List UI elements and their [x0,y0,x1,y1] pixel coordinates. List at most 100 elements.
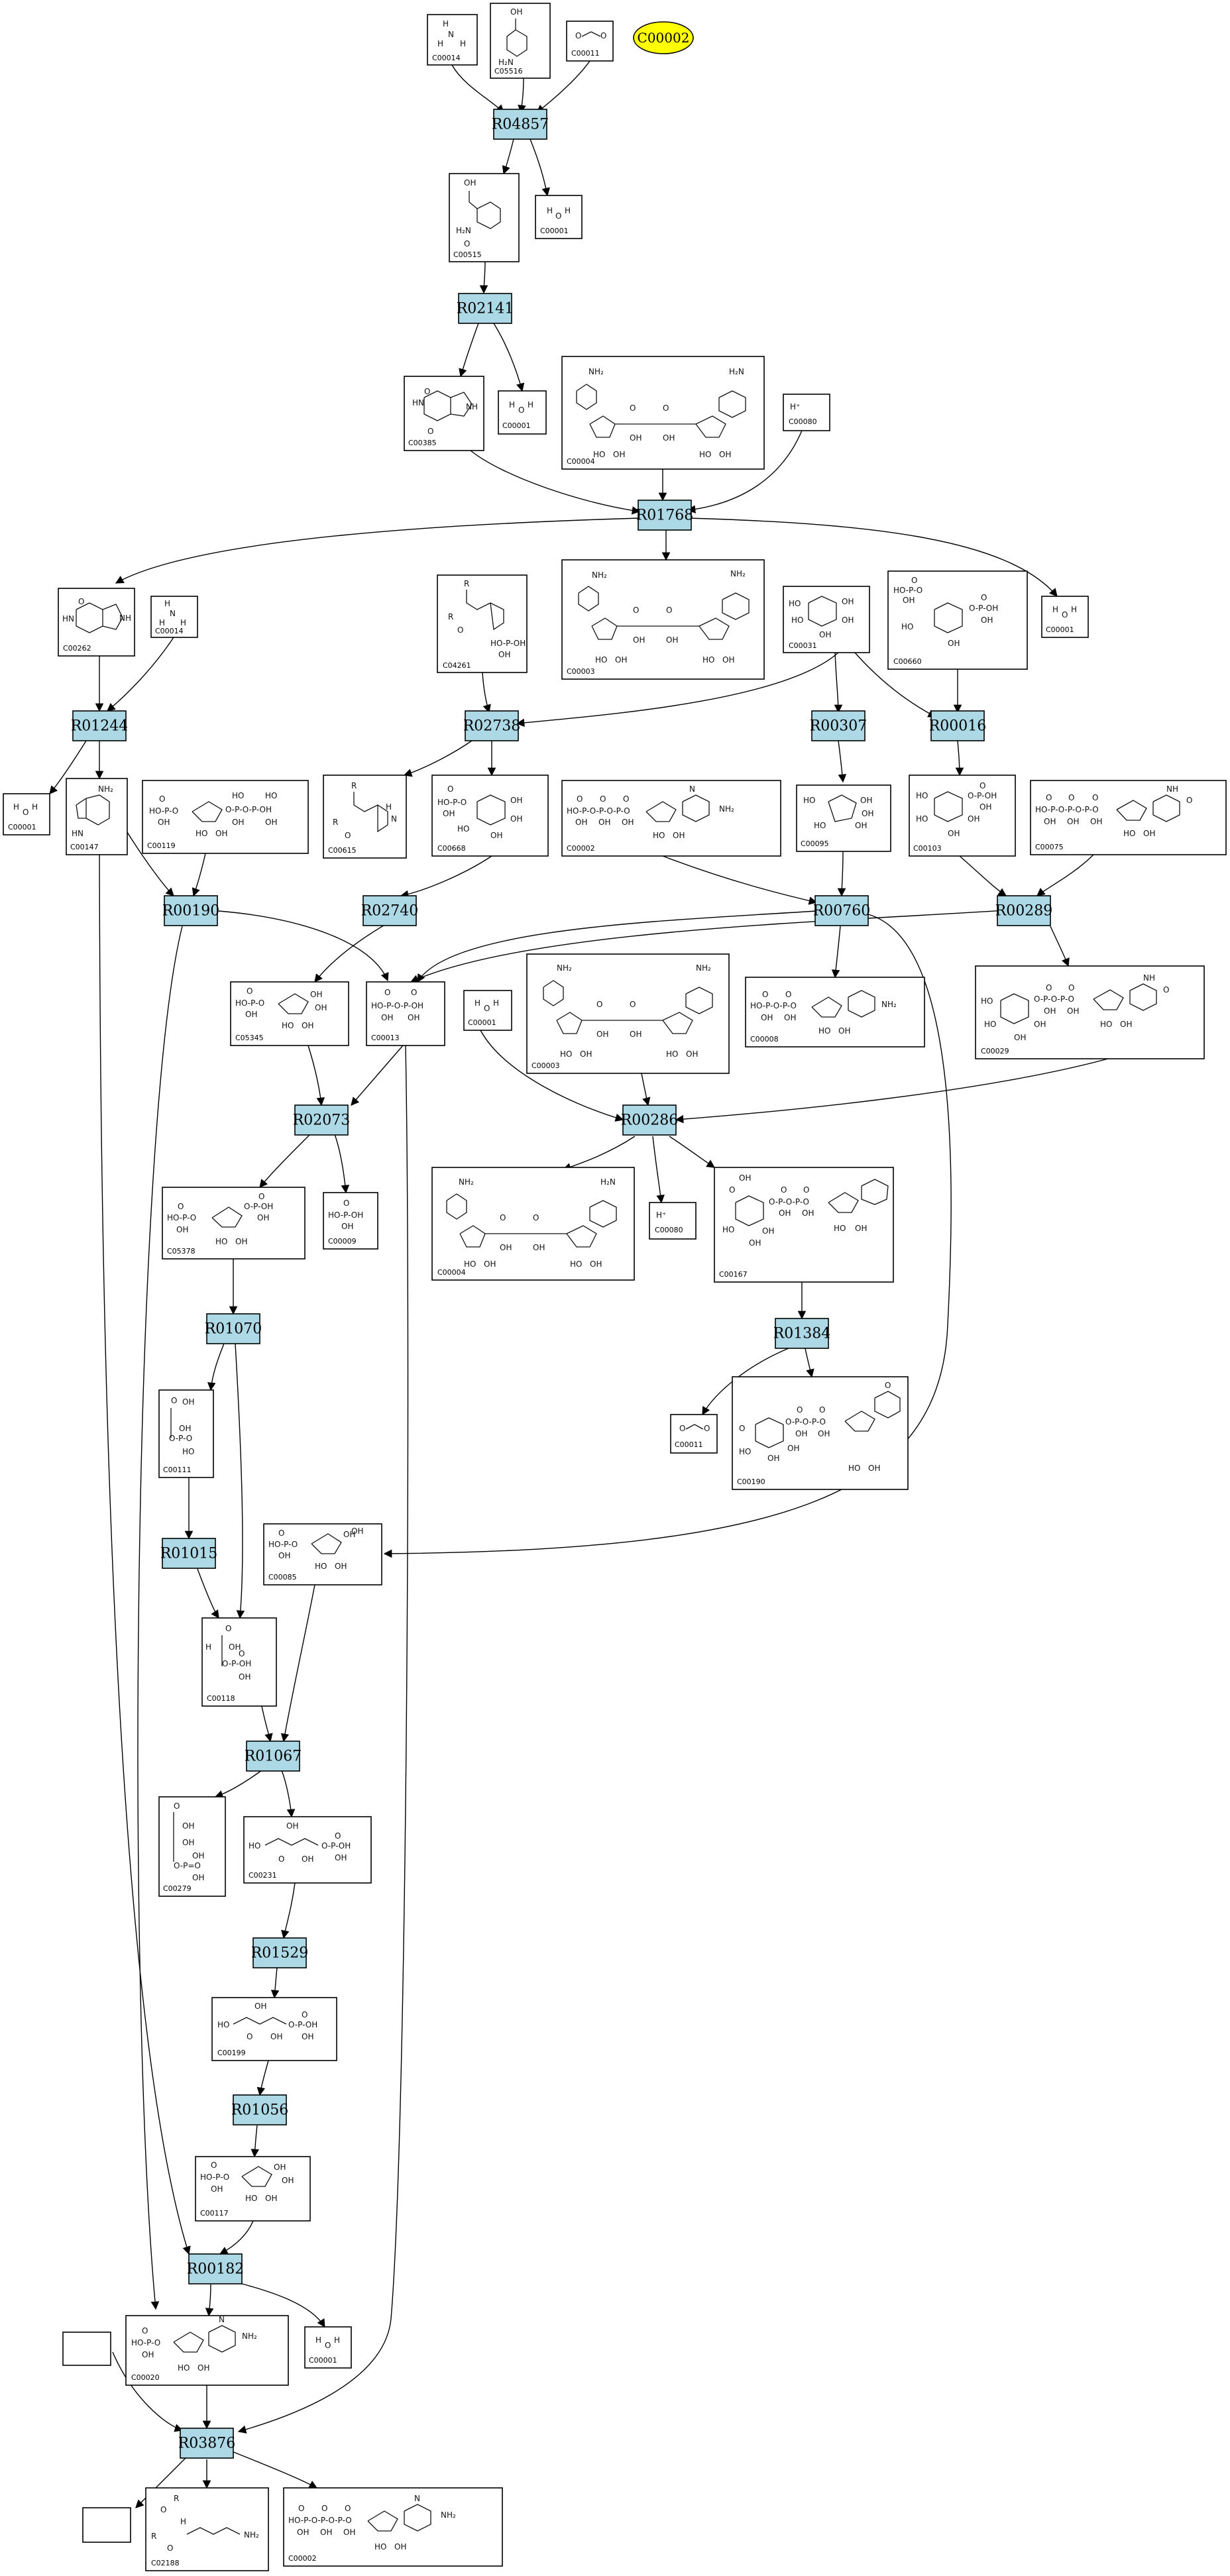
reaction-node[interactable]: R01015 [160,1538,218,1569]
reaction-node[interactable]: R02740 [361,895,419,926]
svg-text:OH: OH [315,1003,327,1012]
svg-text:O: O [239,1649,245,1658]
compound-node[interactable]: H⁺ C00080 [783,394,830,431]
reaction-node[interactable]: R00190 [162,895,220,926]
compound-node[interactable]: RO HRO NH₂ C02188 [145,2487,269,2571]
svg-text:OH: OH [179,1424,191,1433]
reaction-label: R01056 [231,2102,289,2119]
compound-node[interactable] [62,2332,111,2366]
compound-label: C00029 [981,1047,1009,1055]
reaction-node[interactable]: R00016 [929,710,987,741]
compound-node[interactable]: HOH C00001 [535,195,583,239]
reaction-node[interactable]: R00760 [813,895,871,926]
reaction-node[interactable]: R02073 [293,1104,351,1136]
compound-label: C00004 [567,457,595,466]
svg-text:O: O [23,808,28,817]
compound-node[interactable] [82,2507,131,2543]
svg-text:OH: OH [722,655,734,665]
reaction-node[interactable]: R02141 [457,293,514,324]
compound-node[interactable]: HOH C00001 [3,793,50,835]
svg-text:OH: OH [490,831,502,840]
compound-node[interactable]: NH₂ HN C00147 [66,778,128,855]
svg-text:O: O [623,794,629,804]
reaction-node[interactable]: R02738 [463,710,521,741]
compound-node[interactable]: OH H₂N C05516 [490,3,551,79]
reaction-node[interactable]: R04857 [492,109,549,140]
compound-node[interactable]: HOH C00001 [498,390,547,435]
svg-text:NH₂: NH₂ [441,2510,456,2520]
svg-text:H: H [180,618,186,627]
svg-text:OH: OH [719,450,731,459]
svg-text:O: O [663,403,669,413]
reaction-node[interactable]: R01070 [205,1313,262,1344]
special-node[interactable]: C00002 [633,21,694,54]
reaction-node[interactable]: R01768 [636,500,694,531]
svg-text:R: R [333,818,338,827]
reaction-node[interactable]: R01384 [773,1318,831,1349]
compound-label: C00199 [217,2049,246,2057]
svg-text:OH: OH [767,1454,779,1463]
svg-text:OH: OH [533,1243,545,1252]
reaction-node[interactable]: R00182 [187,2253,245,2284]
reaction-node[interactable]: R03876 [178,2428,236,2459]
reaction-label: R01244 [71,718,129,735]
reaction-node[interactable]: R01529 [251,1937,309,1968]
svg-text:HO-P-OH: HO-P-OH [490,639,526,648]
compound-node[interactable]: HOH C00001 [304,2326,352,2369]
reaction-node[interactable]: R00289 [995,895,1053,926]
svg-text:OH: OH [320,2528,332,2537]
compound-label: C00085 [268,1573,297,1582]
reaction-node[interactable]: R00307 [810,710,867,741]
svg-text:OH: OH [615,655,627,665]
reaction-node[interactable]: R01244 [71,710,129,741]
reaction-node[interactable]: R01056 [231,2094,289,2125]
reaction-node[interactable]: R00286 [621,1104,679,1136]
reaction-node[interactable]: R01067 [245,1741,302,1772]
compound-node[interactable]: H⁺ C00080 [649,1202,697,1240]
svg-text:O: O [633,606,639,615]
compound-node[interactable]: R RO HN C00615 [323,775,407,859]
compound-node[interactable]: HOH C00001 [1041,596,1089,638]
compound-label: C02188 [151,2559,180,2567]
compound-node[interactable]: HOH C00001 [463,990,512,1031]
svg-text:OH: OH [182,1838,194,1847]
svg-text:O: O [596,1000,602,1009]
